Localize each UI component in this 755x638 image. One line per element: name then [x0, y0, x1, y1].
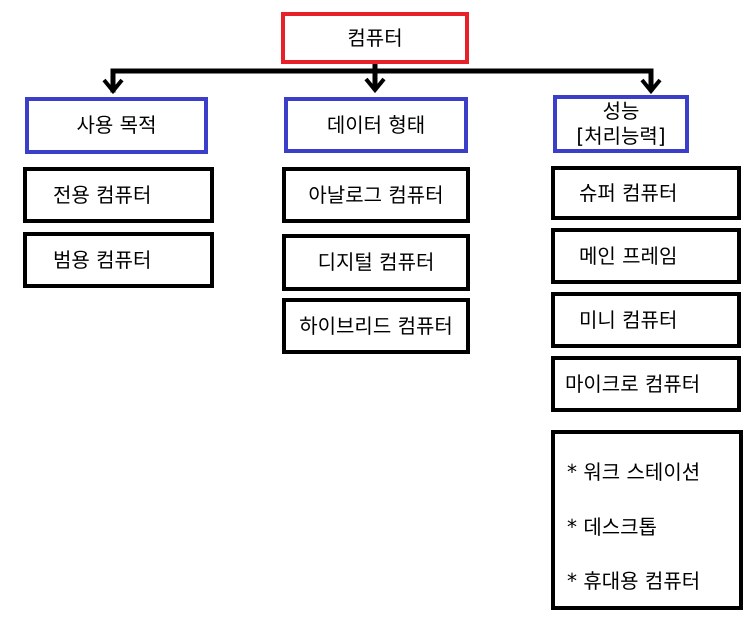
item-general-purpose-computer: 범용 컴퓨터 — [23, 232, 214, 288]
micro-computer-types-box: * 워크 스테이션 * 데스크톱 * 휴대용 컴퓨터 — [551, 430, 743, 610]
root-node: 컴퓨터 — [281, 12, 469, 64]
item-label: 디지털 컴퓨터 — [317, 250, 435, 274]
arrowhead-left — [102, 78, 124, 95]
list-item-portable-computer: * 휴대용 컴퓨터 — [567, 569, 701, 593]
item-label: 전용 컴퓨터 — [53, 182, 152, 207]
list-item-desktop: * 데스크톱 — [567, 515, 657, 539]
category-performance: 성능 [처리능력] — [553, 95, 689, 153]
item-special-purpose-computer: 전용 컴퓨터 — [23, 167, 214, 223]
item-label: 하이브리드 컴퓨터 — [299, 313, 453, 338]
category-usage-purpose: 사용 목적 — [25, 97, 208, 154]
item-analog-computer: 아날로그 컴퓨터 — [282, 167, 470, 223]
list-item-workstation: * 워크 스테이션 — [567, 460, 701, 484]
item-label: 마이크로 컴퓨터 — [565, 371, 701, 396]
category-title: 성능 — [602, 99, 640, 123]
category-title: 데이터 형태 — [326, 112, 426, 137]
root-label: 컴퓨터 — [347, 25, 403, 50]
item-micro-computer: 마이크로 컴퓨터 — [551, 356, 741, 412]
arrowhead-right — [640, 78, 662, 95]
category-subtitle: [처리능력] — [576, 124, 666, 148]
category-data-type: 데이터 형태 — [284, 97, 468, 153]
item-label: 범용 컴퓨터 — [53, 247, 152, 272]
item-label: 슈퍼 컴퓨터 — [579, 180, 678, 205]
item-super-computer: 슈퍼 컴퓨터 — [551, 166, 741, 220]
item-label: 미니 컴퓨터 — [579, 307, 678, 332]
item-label: 메인 프레임 — [579, 243, 678, 268]
arrowhead-center — [364, 77, 386, 94]
category-title: 사용 목적 — [76, 113, 157, 137]
item-label: 아날로그 컴퓨터 — [308, 182, 444, 207]
item-mini-computer: 미니 컴퓨터 — [551, 292, 741, 348]
item-mainframe: 메인 프레임 — [551, 228, 741, 284]
item-hybrid-computer: 하이브리드 컴퓨터 — [282, 298, 470, 354]
item-digital-computer: 디지털 컴퓨터 — [282, 234, 470, 291]
